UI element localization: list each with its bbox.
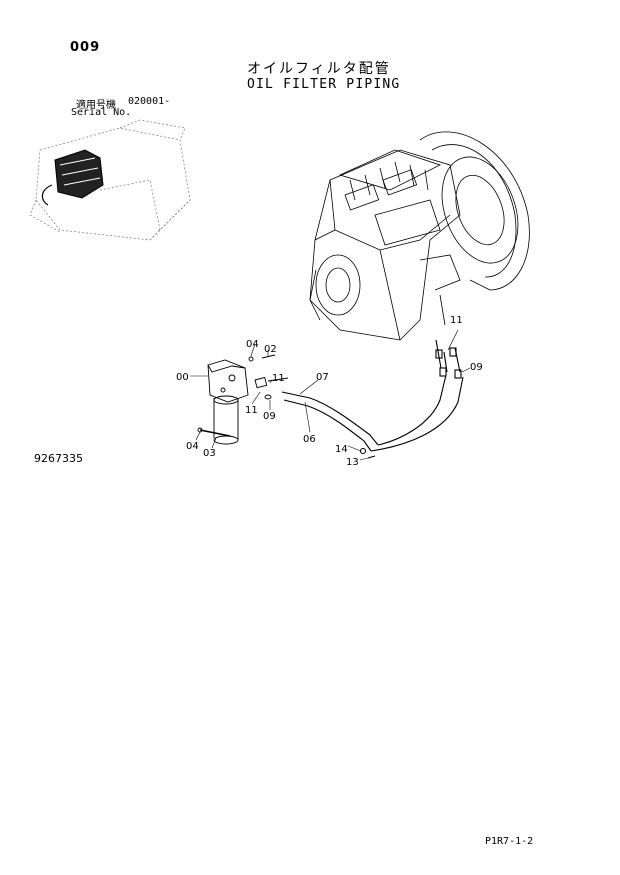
- page-number: 009: [70, 40, 101, 55]
- callout-02: 02: [264, 344, 277, 355]
- callout-labels: 00 04 02 11 07 09 11 09 11 06 14 13 04 0…: [176, 315, 483, 468]
- callout-11-lower: 11: [245, 405, 258, 416]
- oil-filter-illustration: [197, 354, 289, 445]
- engine-thumbnail: [41, 149, 104, 206]
- callout-09-right: 09: [470, 362, 483, 373]
- title-japanese: オイルフィルタ配管: [247, 61, 391, 77]
- callout-07: 07: [316, 372, 329, 383]
- title-english: OIL FILTER PIPING: [247, 77, 401, 92]
- hose-assembly-illustration: [281, 339, 464, 459]
- serial-number-value: 020001-: [128, 96, 171, 107]
- serial-label-japanese: 適用号機: [76, 100, 116, 111]
- callout-04-bottom: 04: [186, 441, 199, 452]
- callout-03: 03: [203, 448, 216, 459]
- callout-04-top: 04: [246, 339, 259, 350]
- callout-13: 13: [346, 457, 359, 468]
- callout-11-adapter: 11: [272, 373, 285, 384]
- page-code: P1R7-1-2: [485, 836, 534, 847]
- callout-06: 06: [303, 434, 316, 445]
- leader-lines: [190, 329, 471, 461]
- callout-14: 14: [335, 444, 348, 455]
- excavator-location-icon: [29, 119, 191, 241]
- engine-illustration: [309, 131, 530, 341]
- callout-00: 00: [176, 372, 189, 383]
- drawing-number: 9267335: [34, 452, 83, 465]
- callout-09-seal: 09: [263, 411, 276, 422]
- serial-label-english: Serial No.: [71, 107, 132, 118]
- callout-11-right: 11: [450, 315, 463, 326]
